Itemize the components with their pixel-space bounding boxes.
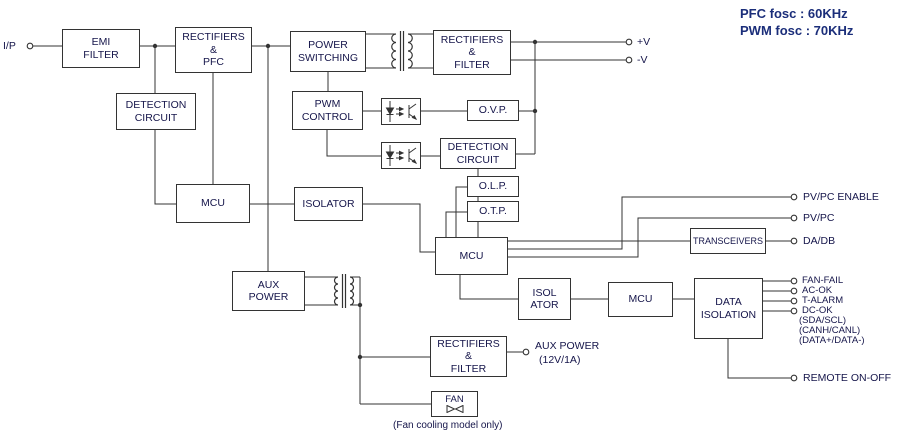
block-label: SWITCHING — [297, 51, 359, 64]
block-label: MCU — [628, 293, 653, 306]
terminal-label-remote-on-off: REMOTE ON-OFF — [803, 372, 892, 384]
block-rectifiers-filter-main: RECTIFIERS & FILTER — [433, 30, 511, 75]
terminal-circle-pv-pc-enable — [790, 193, 798, 201]
optocoupler-symbol — [385, 101, 418, 122]
block-emi-filter: EMI FILTER — [62, 29, 140, 68]
block-label: PWM — [314, 98, 341, 110]
block-label: PFC — [203, 56, 224, 69]
block-olp: O.L.P. — [467, 176, 519, 197]
terminal-circles — [26, 38, 798, 382]
terminal-label-canh-canl: (CANH/CANL) — [799, 325, 861, 336]
terminal-label-aux-out-2: (12V/1A) — [539, 354, 581, 366]
block-rectifiers-filter-aux: RECTIFIERS & FILTER — [430, 336, 507, 377]
terminal-label-sda-scl: (SDA/SCL) — [799, 315, 846, 326]
block-fan: FAN — [431, 391, 478, 417]
junction-dots — [152, 39, 538, 360]
block-mcu-primary: MCU — [176, 184, 250, 223]
block-label: ISOL — [532, 286, 557, 299]
block-label: FILTER — [83, 48, 119, 61]
block-label: ISOLATOR — [302, 197, 355, 210]
block-label: TRANSCEIVERS — [692, 236, 763, 246]
terminal-label-pv-pc-enable: PV/PC ENABLE — [803, 191, 879, 203]
terminal-label-v-minus: -V — [637, 54, 648, 66]
terminal-label-data-pair: (DATA+/DATA-) — [799, 335, 865, 346]
pfc-fosc-note: PFC fosc : 60KHz — [740, 6, 848, 21]
terminal-label-pv-pc: PV/PC — [803, 212, 835, 224]
block-label: ISOLATION — [700, 308, 757, 321]
terminal-label-input: I/P — [3, 40, 16, 52]
terminal-label-t-alarm: T-ALARM — [802, 295, 844, 306]
terminal-label-ac-ok: AC-OK — [802, 285, 833, 296]
terminal-circle-ac-ok — [790, 287, 798, 295]
terminal-label-fan-fail: FAN-FAIL — [802, 275, 844, 286]
block-label: EMI — [91, 36, 111, 48]
pwm-fosc-note: PWM fosc : 70KHz — [740, 23, 854, 38]
terminal-circle-t-alarm — [790, 297, 798, 305]
block-data-isolation: DATA ISOLATION — [694, 278, 763, 339]
fan-blade-icon — [446, 405, 463, 413]
block-isolator: ISOLATOR — [294, 187, 363, 221]
block-aux-power: AUX POWER — [232, 271, 305, 311]
terminal-label-v-plus: +V — [637, 36, 651, 48]
block-label: CIRCUIT — [456, 153, 500, 166]
connection-wires — [33, 33, 791, 405]
block-label: CIRCUIT — [134, 111, 178, 124]
terminal-circle-aux-out — [522, 348, 530, 356]
oscillator-frequency-notes: PFC fosc : 60KHz PWM fosc : 70KHz — [740, 5, 853, 39]
block-mcu-comm: MCU — [608, 282, 673, 317]
block-power-switching: POWER SWITCHING — [290, 31, 366, 72]
block-detection-circuit-output: DETECTION CIRCUIT — [440, 138, 516, 169]
block-label: POWER — [248, 291, 289, 303]
terminal-circle-pv-pc — [790, 214, 798, 222]
optocoupler-2-icon — [381, 142, 421, 169]
block-transceivers: TRANSCEIVERS — [690, 228, 766, 254]
block-otp: O.T.P. — [467, 201, 519, 222]
block-label: POWER — [308, 39, 348, 51]
terminal-circle-da-db — [790, 237, 798, 245]
block-rectifiers-pfc: RECTIFIERS & PFC — [175, 27, 252, 73]
block-label: O.L.P. — [478, 180, 508, 193]
terminal-circle-dc-ok — [790, 307, 798, 315]
terminal-circle-v-minus — [625, 56, 633, 64]
terminal-circle-remote — [790, 374, 798, 382]
block-ovp: O.V.P. — [467, 100, 519, 121]
block-label: MCU — [459, 249, 484, 262]
optocoupler-symbol — [385, 145, 418, 166]
block-mcu-secondary: MCU — [435, 237, 508, 275]
main-transformer-icon — [391, 31, 413, 71]
optocoupler-1-icon — [381, 98, 421, 125]
block-label: DATA — [715, 296, 742, 308]
block-label: FILTER — [454, 58, 490, 71]
terminal-label-dc-ok: DC-OK — [802, 305, 833, 316]
terminal-label-aux-out-1: AUX POWER — [535, 340, 600, 352]
block-label: MCU — [201, 197, 225, 210]
block-label: DETECTION — [125, 99, 187, 111]
block-label: FILTER — [450, 362, 487, 375]
block-label: RECTIFIERS — [437, 337, 500, 350]
terminal-label-da-db: DA/DB — [803, 235, 836, 247]
block-label: RECTIFIERS — [440, 33, 504, 46]
block-label: AUX — [257, 278, 280, 291]
block-label: & — [209, 43, 217, 56]
terminal-circle-v-plus — [625, 38, 633, 46]
block-label: O.V.P. — [478, 104, 508, 117]
block-isol-ator: ISOL ATOR — [518, 278, 571, 320]
block-label: RECTIFIERS — [182, 31, 245, 44]
terminal-circle-fan-fail — [790, 277, 798, 285]
block-label: CONTROL — [301, 110, 354, 123]
block-detection-circuit-input: DETECTION CIRCUIT — [116, 93, 196, 130]
block-label: & — [468, 46, 476, 59]
block-label: ATOR — [530, 299, 559, 311]
block-pwm-control: PWM CONTROL — [292, 91, 363, 130]
fan-cooling-note: (Fan cooling model only) — [393, 420, 503, 431]
terminal-circle-input — [26, 42, 34, 50]
block-label: DETECTION — [447, 141, 509, 153]
block-label: FAN — [445, 394, 464, 405]
aux-transformer-icon — [333, 274, 355, 308]
block-label: & — [464, 350, 472, 363]
block-label: O.T.P. — [479, 205, 507, 218]
